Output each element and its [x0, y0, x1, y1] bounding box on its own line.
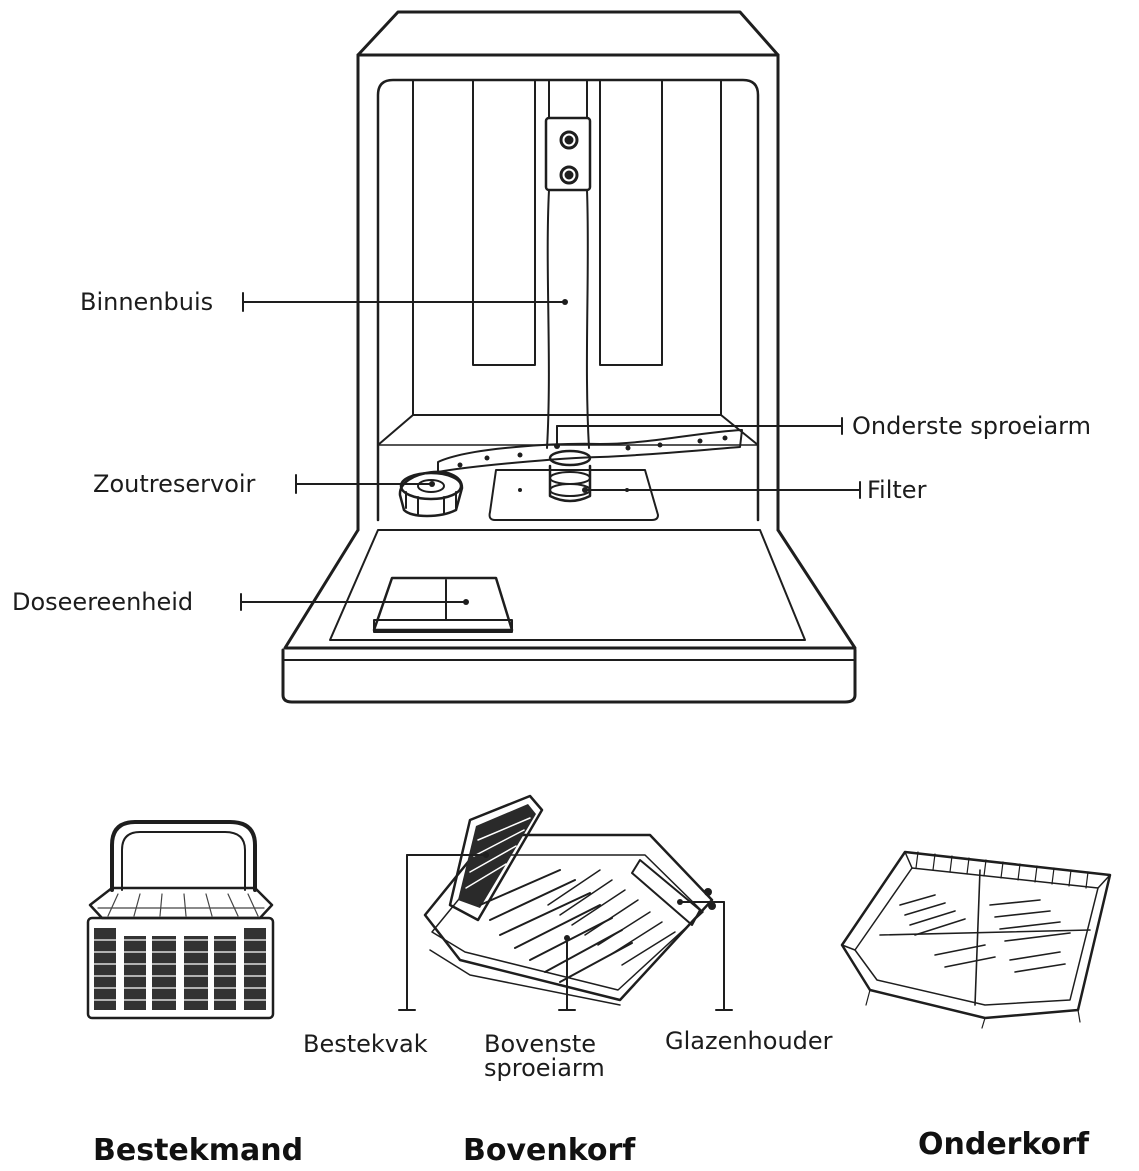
label-glazenhouder: Glazenhouder: [665, 1027, 833, 1055]
label-binnenbuis: Binnenbuis: [80, 288, 214, 316]
dishwasher-door: [281, 528, 857, 704]
label-zoutreservoir: Zoutreservoir: [93, 470, 256, 498]
lower-basket: [840, 850, 1112, 1029]
dosing-unit: [372, 576, 514, 633]
filter-unit: [488, 449, 659, 521]
title-bovenkorf: Bovenkorf: [463, 1133, 636, 1168]
label-bovenste-sproeiarm: Bovenste sproeiarm: [484, 1032, 605, 1080]
label-filter: Filter: [867, 476, 927, 504]
salt-reservoir: [398, 470, 464, 518]
label-bovenste-sproeiarm-line2: sproeiarm: [484, 1054, 605, 1082]
dishwasher-cabinet: [356, 10, 780, 532]
label-bestekvak: Bestekvak: [303, 1030, 428, 1058]
cutlery-basket: [86, 820, 275, 1020]
title-bestekmand: Bestekmand: [93, 1133, 304, 1168]
label-onderste-sproeiarm: Onderste sproeiarm: [852, 412, 1092, 440]
label-doseereenheid: Doseereenheid: [12, 588, 194, 616]
inner-pipe: [544, 79, 592, 449]
label-bovenste-sproeiarm-line1: Bovenste: [484, 1030, 597, 1058]
upper-basket: [423, 794, 716, 1006]
lower-spray-arm: [437, 429, 743, 473]
title-onderkorf: Onderkorf: [918, 1127, 1090, 1162]
upper-basket-leaders: [398, 852, 733, 1011]
